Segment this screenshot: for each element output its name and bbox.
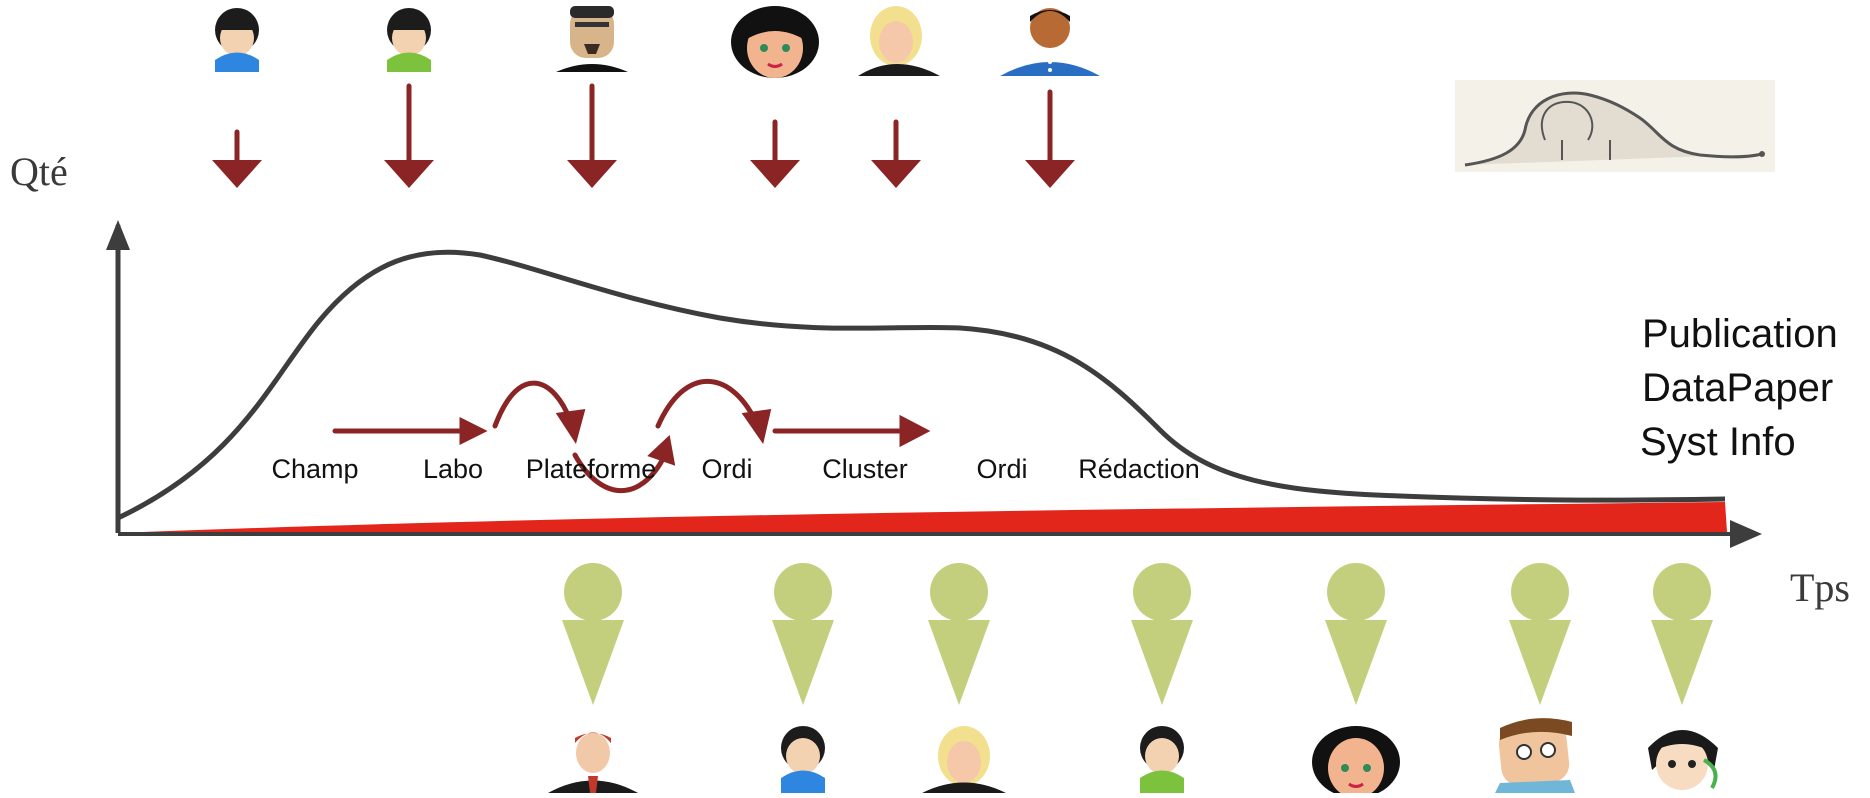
user-blue-icon — [781, 726, 825, 793]
y-axis-label: Qté — [10, 149, 68, 194]
anime-boy-avatar-icon — [1648, 730, 1718, 790]
stage-label-ordi-1: Ordi — [701, 454, 753, 484]
user-marker — [928, 563, 990, 705]
boa-elephant-illustration — [1455, 80, 1775, 172]
user-marker — [562, 563, 624, 705]
man-blue-shirt-avatar-icon — [1000, 8, 1100, 76]
stage-label-champ: Champ — [271, 454, 359, 484]
contributor-arrowheads — [212, 160, 1075, 188]
woman-blonde-avatar-icon — [858, 6, 940, 76]
output-label-datapaper: DataPaper — [1642, 366, 1834, 410]
woman-blonde-avatar-icon — [922, 726, 1006, 793]
data-volume-band — [118, 502, 1727, 536]
stage-label-redaction: Rédaction — [1078, 454, 1200, 484]
output-label-syst-info: Syst Info — [1640, 420, 1796, 464]
quantity-curve — [116, 249, 1726, 521]
user-markers — [562, 563, 1713, 705]
stage-label-ordi-2: Ordi — [976, 454, 1028, 484]
user-green-icon — [1140, 726, 1184, 793]
output-label-publication: Publication — [1642, 312, 1838, 356]
stage-flow-arrows — [332, 379, 931, 494]
bearded-man-avatar-icon — [556, 6, 628, 72]
user-marker — [1131, 563, 1193, 705]
y-axis-arrowhead — [106, 220, 130, 250]
user-marker — [772, 563, 834, 705]
stage-label-cluster: Cluster — [822, 454, 908, 484]
top-contributors — [212, 6, 1100, 188]
x-axis-label: Tps — [1790, 565, 1850, 610]
user-green-icon — [387, 8, 431, 72]
bottom-users — [548, 718, 1718, 798]
woman-dark-hair-avatar-icon — [731, 6, 819, 78]
businessman-avatar-icon — [548, 732, 638, 793]
cartoon-man-avatar-icon — [1495, 718, 1575, 793]
woman-dark-hair-avatar-icon — [1312, 726, 1400, 798]
x-axis-arrowhead — [1730, 520, 1762, 548]
contributor-arrows — [234, 83, 1053, 171]
stage-label-labo: Labo — [422, 454, 484, 484]
user-marker — [1325, 563, 1387, 705]
stage-label-plateforme: Plateforme — [525, 454, 657, 484]
user-blue-icon — [215, 8, 259, 72]
user-marker — [1509, 563, 1571, 705]
user-marker — [1651, 563, 1713, 705]
